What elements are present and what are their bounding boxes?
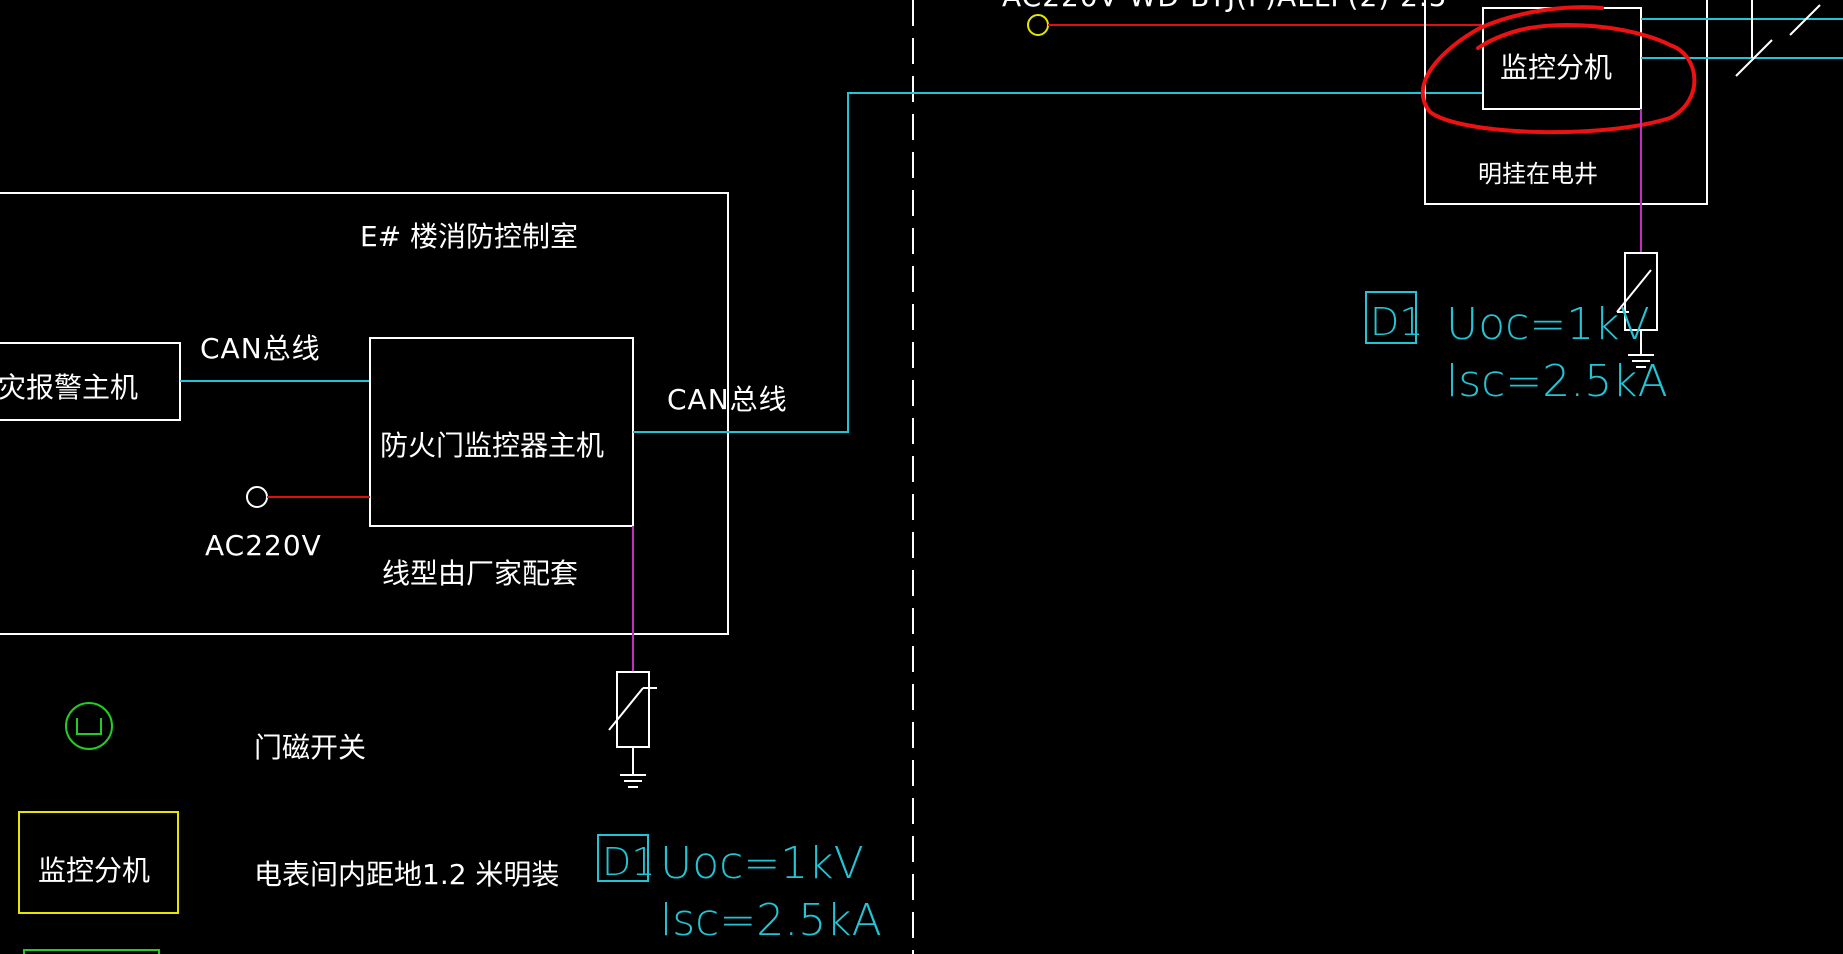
control-room-enclosure: E# 楼消防控制室: [0, 192, 729, 635]
wire-note-label: 线型由厂家配套: [382, 557, 578, 590]
can-bus-label-left: CAN总线: [200, 332, 321, 365]
red-annotation-ellipse: [1420, 5, 1697, 135]
spd-right-uoc: Uoc=1kV: [1446, 299, 1650, 350]
door-monitor-host-box[interactable]: 防火门监控器主机: [369, 337, 634, 527]
ac220v-terminal-top-icon: [1027, 14, 1049, 36]
spd-left-tag: D1: [602, 840, 655, 884]
surge-protector-left-icon: [608, 671, 657, 788]
can-bus-line-right: [633, 92, 1483, 433]
spd-left-spec: D1 Uoc=1kV lsc=2.5kA: [597, 834, 882, 946]
ac220v-label: AC220V: [205, 529, 322, 562]
spd-left-isc: lsc=2.5kA: [660, 895, 882, 946]
ac220v-terminal-icon: [246, 486, 268, 508]
fire-alarm-host-box[interactable]: 火灾报警主机: [0, 342, 181, 421]
monitor-sub-unit-legend-note: 电表间内距地1.2 米明装: [254, 858, 559, 891]
spd-left-uoc: Uoc=1kV: [660, 838, 864, 889]
surge-protector-right-icon: [1616, 252, 1658, 368]
door-switch-legend-label: 门磁开关: [254, 731, 366, 764]
monitor-sub-unit-legend-label: 监控分机: [38, 854, 150, 887]
monitor-sub-unit-top-label: 监控分机: [1500, 51, 1612, 84]
legend-next-box-partial: [23, 949, 160, 954]
legend-door-switch: 门磁开关: [65, 702, 366, 764]
spd-right-spec: D1 Uoc=1kV lsc=2.5kA: [1365, 291, 1668, 407]
spd-right-isc: lsc=2.5kA: [1446, 356, 1668, 407]
slash-mark-1: [1735, 39, 1773, 77]
legend-monitor-sub-unit: 监控分机 电表间内距地1.2 米明装: [18, 811, 559, 914]
control-room-title: E# 楼消防控制室: [360, 220, 578, 253]
spd-right-tag: D1: [1370, 300, 1423, 344]
slash-mark-2: [1789, 4, 1821, 36]
top-cut-label: AC220V WD-BYJ(F)ALLF(2)·2.5: [1002, 0, 1448, 13]
shaft-note-label: 明挂在电井: [1478, 160, 1598, 188]
fire-alarm-host-label: 火灾报警主机: [0, 371, 138, 404]
monitor-sub-unit-legend-box: [18, 811, 179, 914]
door-monitor-host-label: 防火门监控器主机: [380, 429, 604, 462]
door-magnetic-switch-icon: [65, 702, 113, 750]
can-bus-label-right: CAN总线: [667, 383, 788, 416]
